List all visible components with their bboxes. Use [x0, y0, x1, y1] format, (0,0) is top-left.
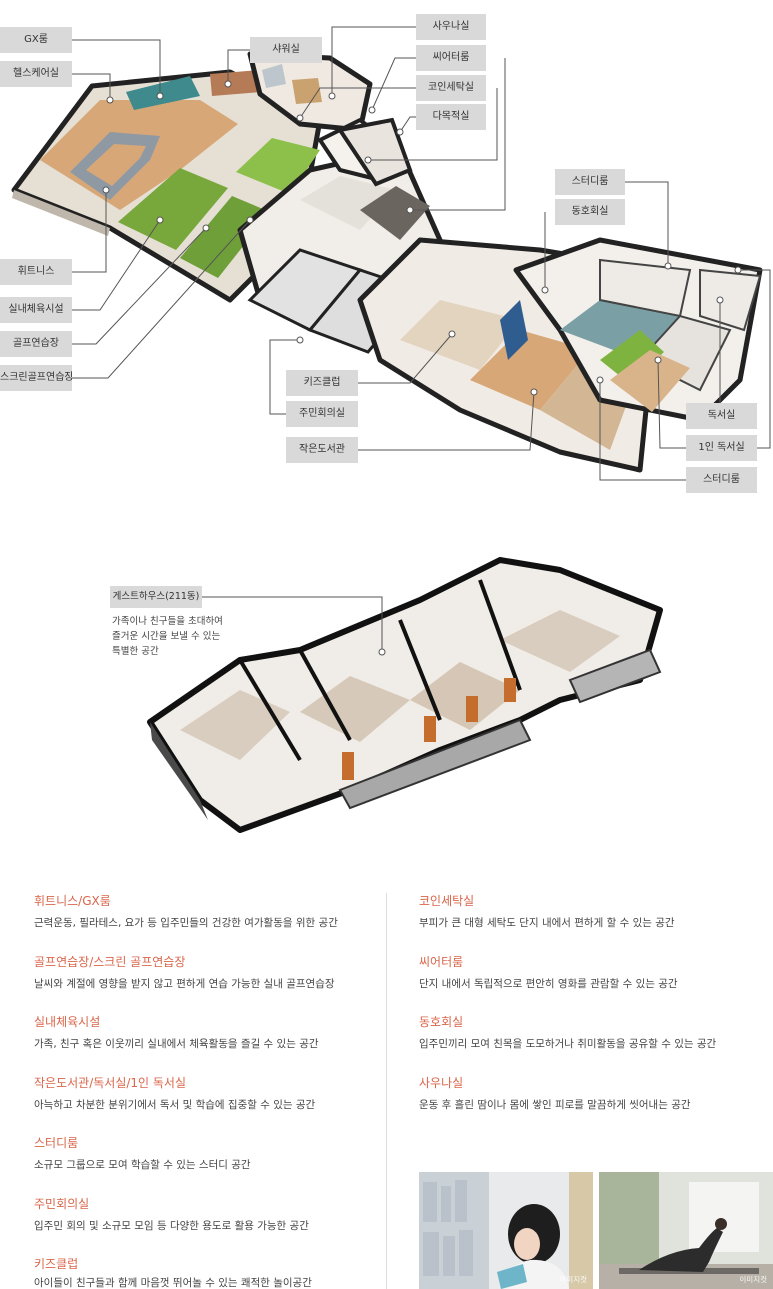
- label-screen-golf: 스크린골프연습장: [0, 365, 72, 391]
- desc-title: 실내체육시설: [34, 1015, 101, 1029]
- desc-text: 소규모 그룹으로 모여 학습할 수 있는 스터디 공간: [34, 1159, 251, 1171]
- desc-title: 작은도서관/독서실/1인 독서실: [34, 1076, 187, 1090]
- label-reading-room: 독서실: [686, 403, 757, 429]
- desc-text: 입주민 회의 및 소규모 모임 등 다양한 용도로 활용 가능한 공간: [34, 1220, 309, 1232]
- desc-title: 주민회의실: [34, 1197, 90, 1211]
- label-theater: 씨어터룸: [416, 45, 486, 71]
- desc-golf: 골프연습장/스크린 골프연습장 날씨와 계절에 영향을 받지 않고 편하게 연습…: [34, 954, 394, 992]
- desc-title: 코인세탁실: [419, 894, 475, 908]
- label-guest-house: 게스트하우스(211동): [110, 586, 202, 608]
- desc-text: 아늑하고 차분한 분위기에서 독서 및 학습에 집중할 수 있는 공간: [34, 1099, 316, 1111]
- label-study-room-top: 스터디룸: [555, 169, 625, 195]
- label-indoor-sports: 실내체육시설: [0, 297, 72, 323]
- desc-title: 휘트니스/GX룸: [34, 894, 111, 908]
- label-kids-club: 키즈클럽: [286, 370, 358, 396]
- guest-house-description: 가족이나 친구들을 초대하여 즐거운 시간을 보낼 수 있는 특별한 공간: [112, 616, 223, 657]
- desc-library: 작은도서관/독서실/1인 독서실 아늑하고 차분한 분위기에서 독서 및 학습에…: [34, 1075, 394, 1113]
- photo-caption: 이미지컷: [559, 1275, 587, 1284]
- desc-text: 운동 후 흘린 땀이나 몸에 쌓인 피로를 말끔하게 씻어내는 공간: [419, 1099, 691, 1111]
- yoga-image: [599, 1172, 773, 1289]
- desc-text: 단지 내에서 독립적으로 편안히 영화를 관람할 수 있는 공간: [419, 978, 678, 990]
- girl-reading-image: [419, 1172, 593, 1289]
- desc-text: 근력운동, 필라테스, 요가 등 입주민들의 건강한 여가활동을 위한 공간: [34, 917, 338, 929]
- girl-reading-photo: 이미지컷: [419, 1172, 593, 1289]
- label-multipurpose: 다목적실: [416, 104, 486, 130]
- label-sauna: 사우나실: [416, 14, 486, 40]
- desc-title: 골프연습장/스크린 골프연습장: [34, 955, 186, 969]
- desc-title: 씨어터룸: [419, 955, 464, 969]
- label-healthcare: 헬스케어실: [0, 61, 72, 87]
- desc-title: 키즈클럽: [34, 1257, 79, 1271]
- desc-text: 날씨와 계절에 영향을 받지 않고 편하게 연습 가능한 실내 골프연습장: [34, 978, 335, 990]
- desc-theater: 씨어터룸 단지 내에서 독립적으로 편안히 영화를 관람할 수 있는 공간: [419, 954, 769, 992]
- label-club-room: 동호회실: [555, 199, 625, 225]
- label-golf-range: 골프연습장: [0, 331, 72, 357]
- desc-text: 가족, 친구 혹은 이웃끼리 실내에서 체육활동을 즐길 수 있는 공간: [34, 1038, 319, 1050]
- desc-title: 스터디룸: [34, 1136, 79, 1150]
- label-shower: 샤워실: [250, 37, 322, 63]
- label-gx-room: GX룸: [0, 27, 72, 53]
- desc-kids-club: 키즈클럽 아이들이 친구들과 함께 마음껏 뛰어놀 수 있는 쾌적한 놀이공간: [34, 1256, 394, 1289]
- desc-meeting-room: 주민회의실 입주민 회의 및 소규모 모임 등 다양한 용도로 활용 가능한 공…: [34, 1196, 394, 1234]
- desc-coin-laundry: 코인세탁실 부피가 큰 대형 세탁도 단지 내에서 편하게 할 수 있는 공간: [419, 893, 769, 931]
- desc-club-room: 동호회실 입주민끼리 모여 친목을 도모하거나 취미활동을 공유할 수 있는 공…: [419, 1014, 769, 1052]
- photo-caption: 이미지컷: [739, 1275, 767, 1284]
- desc-text: 부피가 큰 대형 세탁도 단지 내에서 편하게 할 수 있는 공간: [419, 917, 675, 929]
- guesthouse-floorplan-illustration: [147, 557, 663, 833]
- desc-sauna: 사우나실 운동 후 흘린 땀이나 몸에 쌓인 피로를 말끔하게 씻어내는 공간: [419, 1075, 769, 1113]
- desc-indoor-sports: 실내체육시설 가족, 친구 혹은 이웃끼리 실내에서 체육활동을 즐길 수 있는…: [34, 1014, 394, 1052]
- desc-text: 아이들이 친구들과 함께 마음껏 뛰어놀 수 있는 쾌적한 놀이공간: [34, 1277, 312, 1289]
- desc-study-room: 스터디룸 소규모 그룹으로 모여 학습할 수 있는 스터디 공간: [34, 1135, 394, 1173]
- desc-fitness-gx: 휘트니스/GX룸 근력운동, 필라테스, 요가 등 입주민들의 건강한 여가활동…: [34, 893, 394, 931]
- label-resident-meeting: 주민회의실: [286, 401, 358, 427]
- label-small-library: 작은도서관: [286, 437, 358, 463]
- woman-yoga-photo: 이미지컷: [599, 1172, 773, 1289]
- label-single-reading-room: 1인 독서실: [686, 435, 757, 461]
- desc-title: 사우나실: [419, 1076, 464, 1090]
- label-study-room-bottom: 스터디룸: [686, 467, 757, 493]
- desc-title: 동호회실: [419, 1015, 464, 1029]
- column-divider: [386, 893, 387, 1289]
- desc-text: 입주민끼리 모여 친목을 도모하거나 취미활동을 공유할 수 있는 공간: [419, 1038, 717, 1050]
- label-coin-laundry: 코인세탁실: [416, 75, 486, 101]
- label-fitness: 휘트니스: [0, 259, 72, 285]
